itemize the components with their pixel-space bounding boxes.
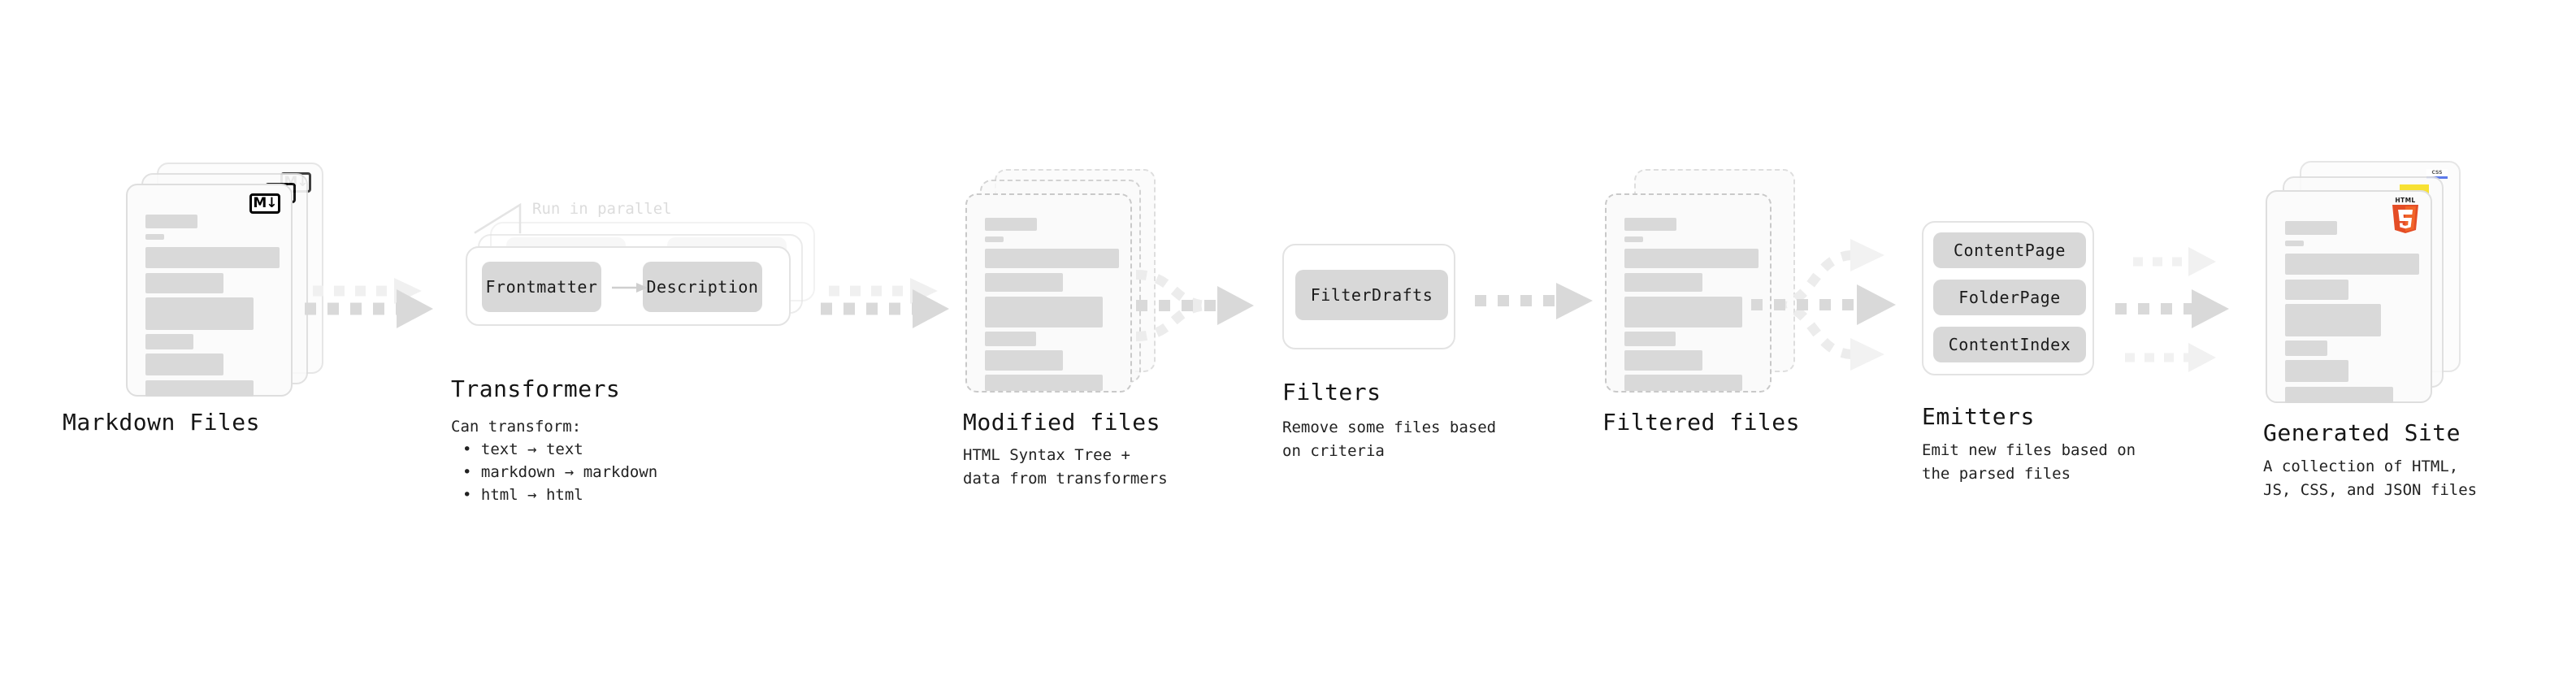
- emitters-group-box: ContentPage FolderPage ContentIndex: [1922, 221, 2094, 375]
- skeleton-bar: [1624, 236, 1643, 242]
- skeleton-bar: [2285, 241, 2304, 246]
- skeleton-bar: [985, 375, 1103, 391]
- skeleton-bar: [2285, 340, 2327, 356]
- skeleton-bar: [2285, 280, 2348, 300]
- skeleton-bar: [985, 273, 1063, 292]
- transformers-bullet-2: • html → html: [462, 486, 583, 504]
- skeleton-bar: [1624, 350, 1702, 371]
- filtered-files-stage: Filtered files: [1602, 169, 1816, 437]
- arrow-filters-to-filtered: [1475, 283, 1593, 319]
- skeleton-bar: [145, 297, 254, 330]
- chip-frontmatter[interactable]: Frontmatter: [482, 262, 601, 312]
- filtered-files-title: Filtered files: [1602, 409, 1801, 436]
- skeleton-bar: [2285, 360, 2348, 382]
- arrow-markdown-to-transformers: [305, 278, 433, 328]
- skeleton-bar: [145, 334, 193, 349]
- modified-card-front: [965, 193, 1132, 393]
- skeleton-bar: [1624, 249, 1759, 268]
- emitters-subtitle: Emit new files based on the parsed files: [1922, 441, 2136, 483]
- modified-files-title: Modified files: [963, 409, 1161, 436]
- modified-files-subtitle: HTML Syntax Tree + data from transformer…: [963, 446, 1168, 488]
- skeleton-bar: [985, 350, 1063, 371]
- generated-site-stage: CSS HTML Generated Site A: [2263, 161, 2509, 499]
- run-in-parallel-label: Run in parallel: [532, 200, 672, 218]
- skeleton-bar: [1624, 218, 1676, 231]
- modified-files-stage: Modified files HTML Syntax Tree + data f…: [963, 169, 1177, 488]
- filters-subtitle: Remove some files based on criteria: [1282, 419, 1497, 460]
- transformer-layer-front: Frontmatter Description: [466, 246, 791, 326]
- skeleton-bar: [145, 380, 254, 397]
- arrow-transformers-to-modified: [821, 278, 949, 328]
- skeleton-bar: [1624, 297, 1742, 327]
- html5-icon: HTML: [2392, 197, 2418, 233]
- chip-description[interactable]: Description: [643, 262, 762, 312]
- transformers-subtitle: Can transform:: [451, 418, 582, 436]
- transformers-stage: Run in parallel Frontmatter Description …: [451, 195, 825, 504]
- transformers-bullet-0: • text → text: [462, 440, 583, 458]
- arrow-modified-to-filters: [1135, 270, 1254, 341]
- skeleton-bar: [145, 354, 223, 375]
- chip-contentpage[interactable]: ContentPage: [1933, 232, 2086, 268]
- skeleton-bar: [1624, 375, 1742, 391]
- skeleton-bar: [2285, 221, 2337, 235]
- skeleton-bar: [2285, 304, 2381, 336]
- markdown-files-title: Markdown Files: [63, 409, 261, 436]
- transformer-arrow-front: [612, 283, 648, 293]
- site-card-front-html: HTML: [2266, 190, 2432, 403]
- arrow-emitters-to-site: [2115, 247, 2229, 372]
- skeleton-bar: [1624, 332, 1676, 346]
- skeleton-bar: [1624, 273, 1702, 292]
- skeleton-bar: [145, 234, 164, 240]
- markdown-card-front: M↓: [126, 184, 293, 397]
- filtered-card-front: [1605, 193, 1772, 393]
- run-in-parallel-leader: [474, 202, 522, 234]
- skeleton-bar: [145, 215, 197, 228]
- generated-site-subtitle: A collection of HTML, JS, CSS, and JSON …: [2263, 458, 2478, 499]
- skeleton-bar: [145, 273, 223, 293]
- skeleton-bar: [2285, 254, 2419, 275]
- emitters-stage: ContentPage FolderPage ContentIndex Emit…: [1922, 221, 2190, 483]
- skeleton-bar: [145, 247, 280, 268]
- markdown-files-stage: M↓ M↓ M↓ Markdown Files: [63, 163, 337, 436]
- skeleton-bar: [985, 236, 1004, 242]
- skeleton-bar: [2285, 387, 2393, 403]
- skeleton-bar: [985, 297, 1103, 327]
- svg-text:CSS: CSS: [2432, 170, 2443, 176]
- chip-folderpage[interactable]: FolderPage: [1933, 280, 2086, 315]
- arrow-filtered-to-emitters: [1751, 239, 1896, 371]
- skeleton-bar: [985, 332, 1036, 346]
- skeleton-bar: [985, 218, 1037, 231]
- chip-contentindex[interactable]: ContentIndex: [1933, 327, 2086, 362]
- emitters-title: Emitters: [1922, 403, 2035, 430]
- filters-title: Filters: [1282, 379, 1381, 406]
- skeleton-bar: [985, 249, 1119, 268]
- transformers-bullet-1: • markdown → markdown: [462, 463, 658, 481]
- markdown-badge: M↓: [249, 193, 280, 214]
- generated-site-title: Generated Site: [2263, 419, 2461, 446]
- filters-stage: FilterDrafts Filters Remove some files b…: [1282, 244, 1542, 488]
- svg-text:HTML: HTML: [2395, 197, 2415, 204]
- chip-filterdrafts[interactable]: FilterDrafts: [1295, 270, 1448, 320]
- transformers-title: Transformers: [451, 375, 621, 402]
- filters-group-box: FilterDrafts: [1282, 244, 1455, 349]
